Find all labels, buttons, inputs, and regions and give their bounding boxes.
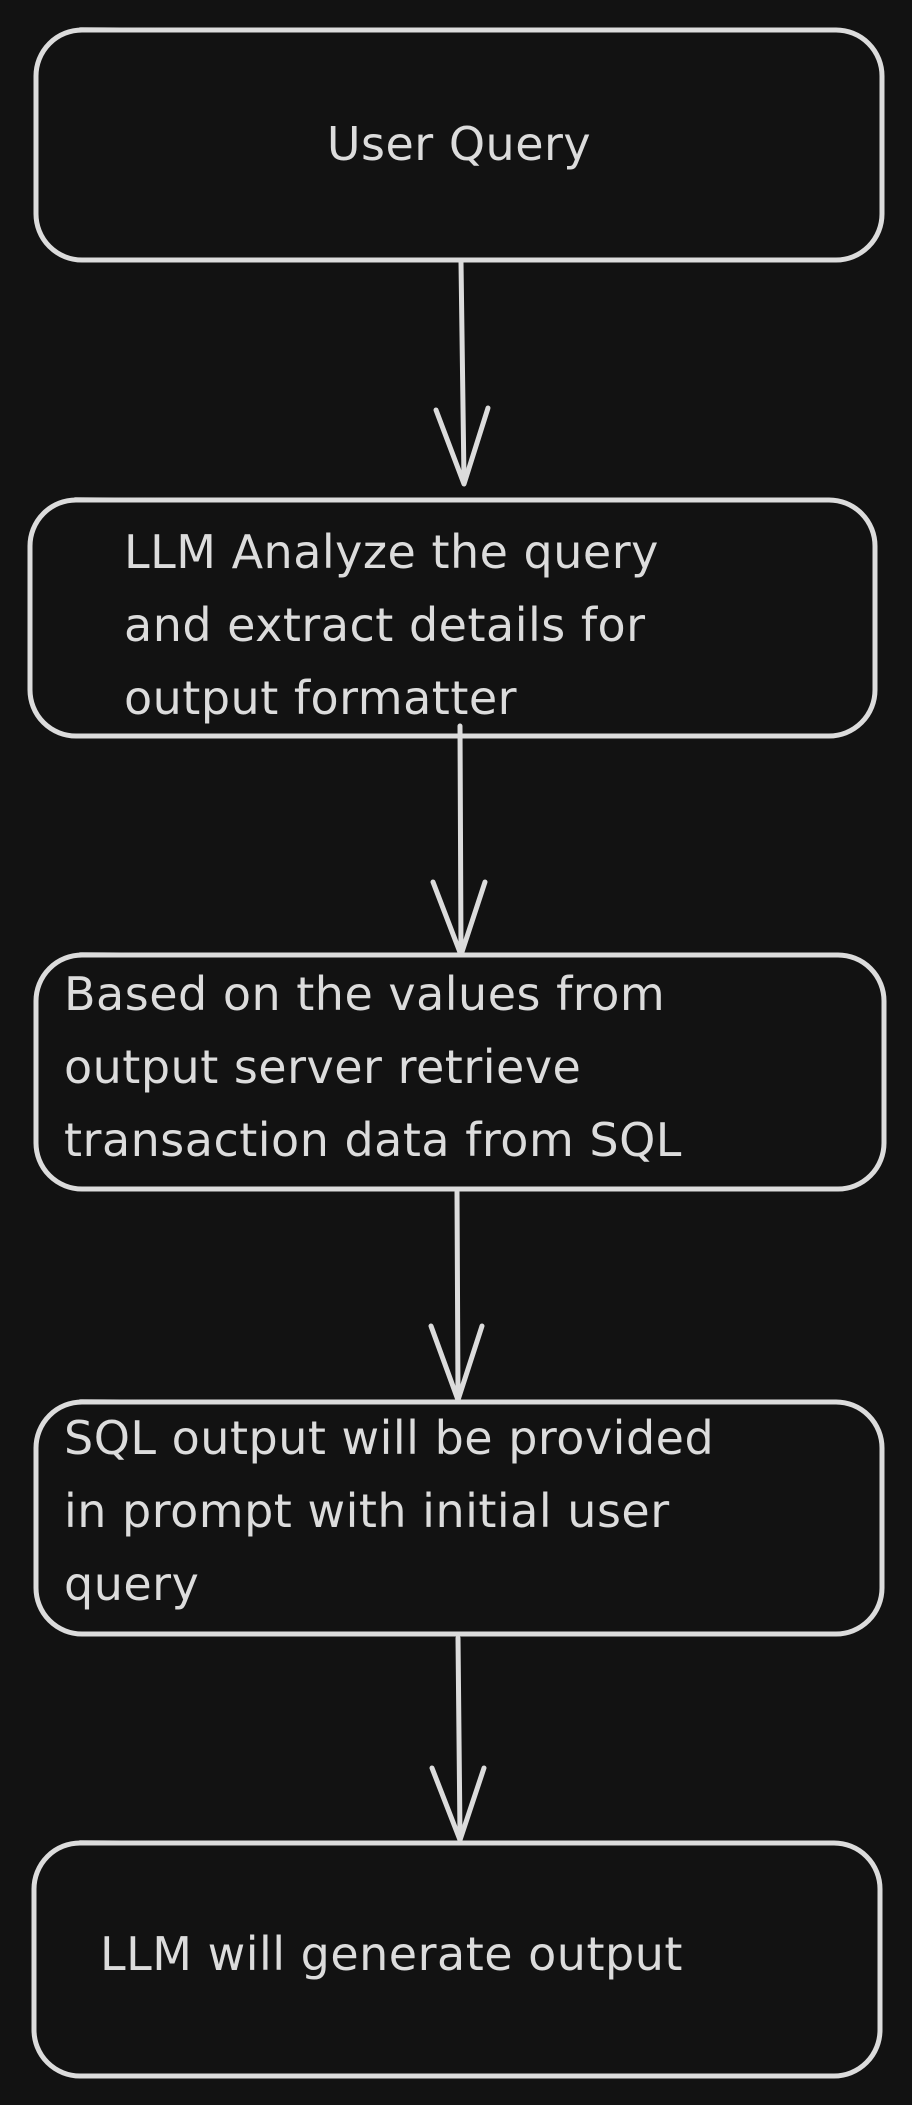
node-box-user-query: [33, 27, 885, 263]
edge-llm-analyze-to-retrieve-sql: [430, 723, 488, 958]
node-label-retrieve-sql: Based on the values from output server r…: [64, 967, 682, 1167]
node-label-llm-analyze: LLM Analyze the query and extract detail…: [124, 525, 659, 725]
node-label-sql-prompt: SQL output will be provided in prompt wi…: [64, 1411, 715, 1611]
node-label-user-query: User Query: [326, 117, 592, 171]
edge-retrieve-sql-to-sql-prompt: [428, 1189, 485, 1403]
node-label-llm-generate: LLM will generate output: [100, 1927, 683, 1981]
edge-user-query-to-llm-analyze: [433, 259, 491, 487]
node-box-llm-generate: [31, 1840, 883, 2079]
edge-sql-prompt-to-llm-generate: [429, 1635, 487, 1843]
node-box-llm-analyze: [27, 497, 878, 739]
